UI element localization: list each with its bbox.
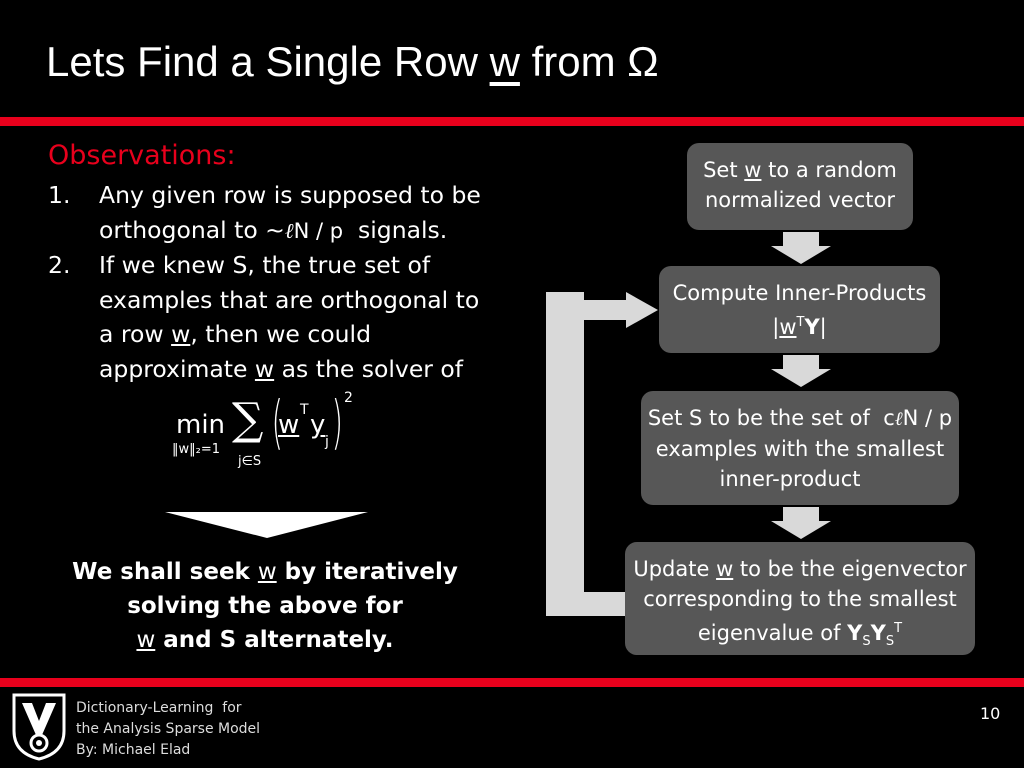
formula-lparen: ( xyxy=(271,388,283,456)
flow-arrow-2 xyxy=(771,355,831,387)
formula-constraint: ‖w‖₂=1 xyxy=(172,442,221,457)
observations-heading: Observations: xyxy=(48,140,236,171)
down-arrow-big xyxy=(165,512,368,538)
flow-arrow-3 xyxy=(771,507,831,539)
flow-step-update-w: Update w to be the eigenvector correspon… xyxy=(625,542,975,655)
top-red-bar xyxy=(0,117,1024,126)
observations-list: 1. Any given row is supposed to be ortho… xyxy=(48,178,488,386)
conclusion-text: We shall seek w by iteratively solving t… xyxy=(72,559,458,653)
formula-y: y xyxy=(310,410,326,440)
slide-title: Lets Find a Single Row w from Ω xyxy=(46,38,659,85)
formula-w: w xyxy=(278,410,300,440)
bottom-red-bar xyxy=(0,678,1024,687)
flow-step-inner-products: Compute Inner-Products |wTY| xyxy=(659,266,940,353)
formula-rparen: ) xyxy=(331,388,343,456)
down-arrow-big-shape xyxy=(165,512,368,538)
technion-logo-icon xyxy=(12,693,66,761)
formula-index: j∈S xyxy=(238,454,262,469)
observation-2: 2. If we knew S, the true set of example… xyxy=(48,251,480,383)
formula-j: j xyxy=(325,434,329,450)
footer-credits: Dictionary-Learning for the Analysis Spa… xyxy=(76,700,261,758)
formula-T: T xyxy=(300,402,309,418)
observation-1: 1. Any given row is supposed to be ortho… xyxy=(48,181,481,244)
flow-arrow-1 xyxy=(771,232,831,264)
loop-arrow-bar xyxy=(546,292,626,616)
objective-formula: min ‖w‖₂=1 ∑ j∈S ( w T y j ) 2 xyxy=(170,388,370,480)
flow-step-init: Set w to a random normalized vector xyxy=(687,143,913,230)
formula-sum: ∑ xyxy=(232,394,264,445)
page-number: 10 xyxy=(980,704,1001,723)
formula-exponent: 2 xyxy=(344,390,353,406)
flow-step-select-S: Set S to be the set of cℓN / p examples … xyxy=(641,391,959,505)
title-w: w xyxy=(489,38,520,85)
formula-min: min xyxy=(176,410,226,440)
loop-arrow-head xyxy=(584,292,658,328)
loop-arrow xyxy=(546,292,658,616)
